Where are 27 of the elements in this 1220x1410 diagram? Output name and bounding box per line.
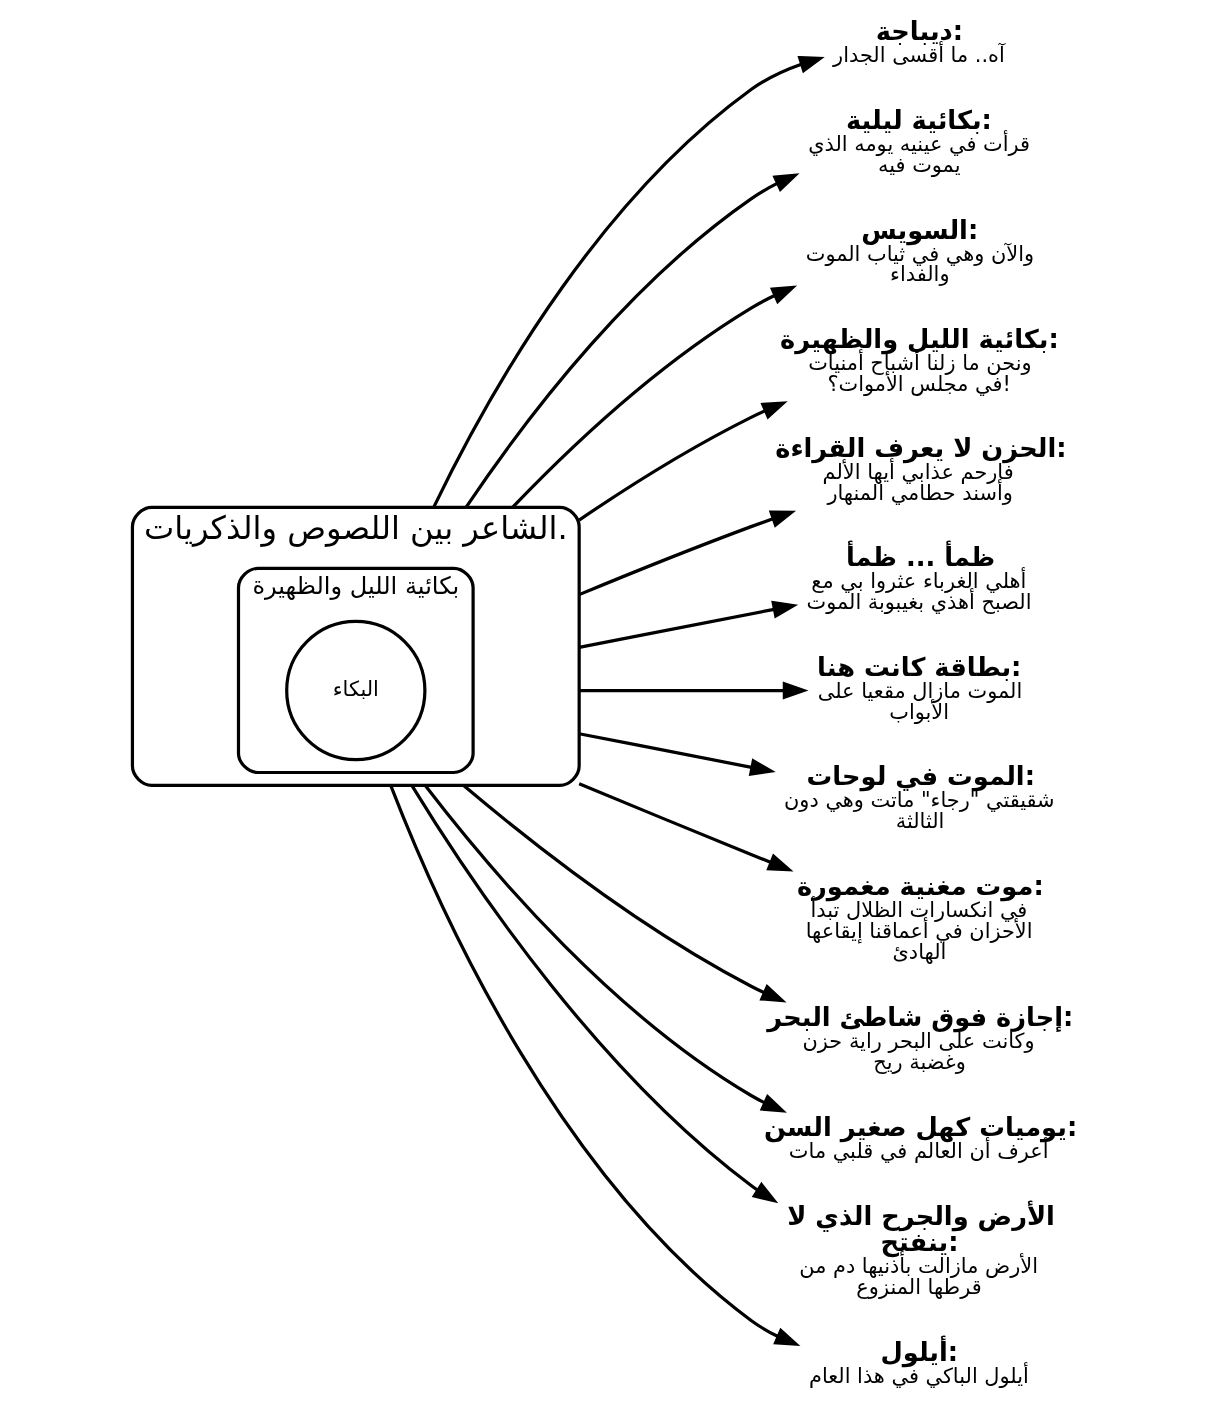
node-text: موت مغنية مغمورة: في انكسارات الظلال تبدأ الأحزان في أعماقنا إيقاعها الهادئ <box>796 871 1044 964</box>
node-text: إجازة فوق شاطئ البحر: وكانت على البحر راية حزن وغضبة ريح <box>766 1002 1073 1074</box>
arrow <box>578 732 776 776</box>
arrow <box>578 681 808 700</box>
arrow <box>578 782 794 872</box>
node-text: السويس: والآن وهي في ثياب الموت والفداء <box>805 214 1034 287</box>
arrow <box>578 510 796 597</box>
node-text: يوميات كهل صغير السن: أعرف أن العالم في قلبي مات <box>763 1112 1077 1163</box>
arrow <box>409 784 778 1204</box>
node-text: الأرض والجرح الذي لا ينفتح: الأرض مازالت بأذنيها دم من قرطها المنزوع <box>786 1201 1055 1299</box>
arrow <box>431 56 825 509</box>
arrow <box>388 784 800 1347</box>
node-text: بطاقة كانت هنا: الموت مازال مقعيا على الأبواب <box>816 651 1022 724</box>
node-text: بكائية ليلية: قرأت في عينيه يومه الذي يموت فيه <box>807 105 1030 178</box>
arrow <box>577 401 788 522</box>
node-text: ديباجة: آه.. ما أقسى الجدار <box>832 16 1005 68</box>
arrow <box>464 173 800 509</box>
node-text: الحزن لا يعرف القراءة: فارحم عذابي أيها الألم وأسند حطامي المنهار <box>774 433 1066 505</box>
node-text: بكائية الليل والظهيرة: ونحن ما زلنا أشباح أمنيات في مجلس الأموات؟! <box>779 323 1059 396</box>
arrow <box>578 600 798 649</box>
arrow <box>423 784 787 1113</box>
node-text: أيلول: أيلول الباكي في هذا العام <box>808 1337 1029 1388</box>
node-circle: البكاء <box>284 619 426 762</box>
arrow <box>461 784 787 1003</box>
node-text: الموت في لوحات: شقيقتي "رجاء" ماتت وهي دون الثالثة <box>783 761 1055 833</box>
node-text: ظمأ ... ظمأ أهلي الغرباء عثروا بي مع الصبح أهذي بغيبوبة الموت <box>806 542 1032 615</box>
arrow <box>510 285 797 509</box>
